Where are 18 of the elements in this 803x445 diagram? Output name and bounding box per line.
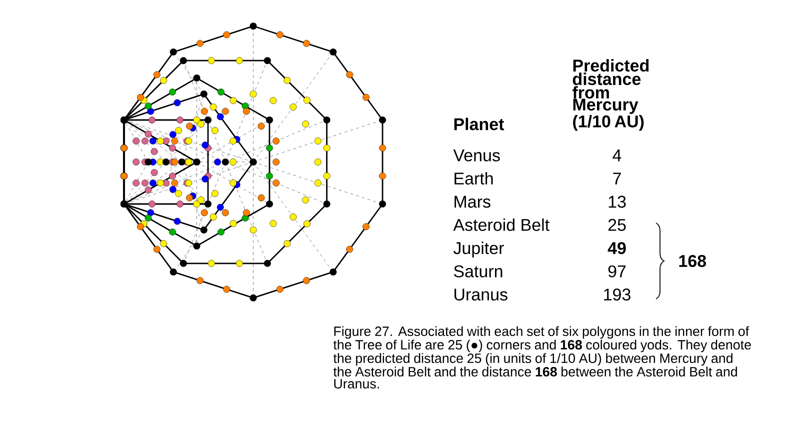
brace-total: 168 — [679, 254, 706, 268]
distance-value: 49 — [608, 242, 626, 254]
planet-name: Venus — [453, 150, 500, 162]
distance-value: 25 — [608, 218, 626, 231]
planet-name: Saturn — [454, 265, 502, 278]
planet-name: Asteroid Belt — [453, 218, 550, 231]
caption: Figure 27. Associated with each set of six polygons in the inner form of the Tree of Life are 25 (●) corners and 168 coloured yods. They denote the predicted distance 25 (in units of 1/10 AU) between Mercury and the Asteroid Belt and the distance 168 between the Asteroid Belt and Uranus. — [333, 326, 751, 388]
column-header: Planet — [454, 118, 504, 130]
planet-name: Uranus — [454, 288, 508, 301]
distance-value: 97 — [608, 265, 626, 278]
planet-name: Jupiter — [453, 242, 504, 258]
planet-name: Mars — [454, 196, 490, 208]
distance-value: 7 — [613, 172, 621, 184]
distance-value: 13 — [608, 196, 626, 208]
column-header: Predicted distance from Mercury (1/10 AU) — [572, 59, 649, 131]
planet-name: Earth — [454, 172, 493, 185]
distance-value: 193 — [604, 288, 630, 301]
distance-value: 4 — [612, 150, 622, 162]
